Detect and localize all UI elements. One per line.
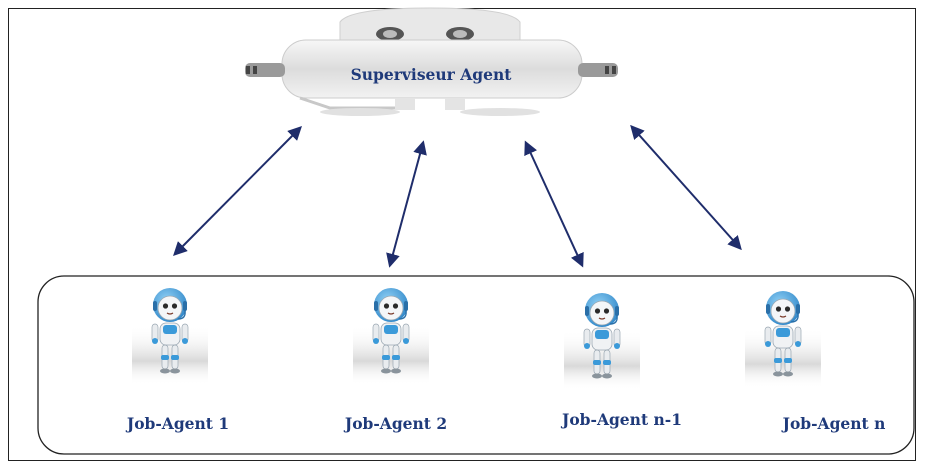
connection-arrows <box>173 124 742 268</box>
robot-agent-icon <box>744 290 822 389</box>
supervisor-robot-icon: Superviseur Agent <box>245 7 618 116</box>
job-agent-label: Job-Agent 2 <box>343 414 447 433</box>
arrow-agent-2 <box>386 140 427 268</box>
arrow-agent-n-1 <box>524 140 584 268</box>
arrow-agent-n <box>630 124 742 251</box>
supervisor-label: Superviseur Agent <box>351 65 513 84</box>
robot-agent-icon <box>352 287 430 386</box>
job-agent-label: Job-Agent n <box>781 414 886 433</box>
arrow-agent-1 <box>173 126 302 256</box>
robot-agent-icon <box>563 292 641 391</box>
job-agent-label: Job-Agent 1 <box>125 414 229 433</box>
robot-agent-icon <box>131 287 209 386</box>
job-agents-container <box>37 275 915 455</box>
job-agent-label: Job-Agent n-1 <box>560 410 682 429</box>
